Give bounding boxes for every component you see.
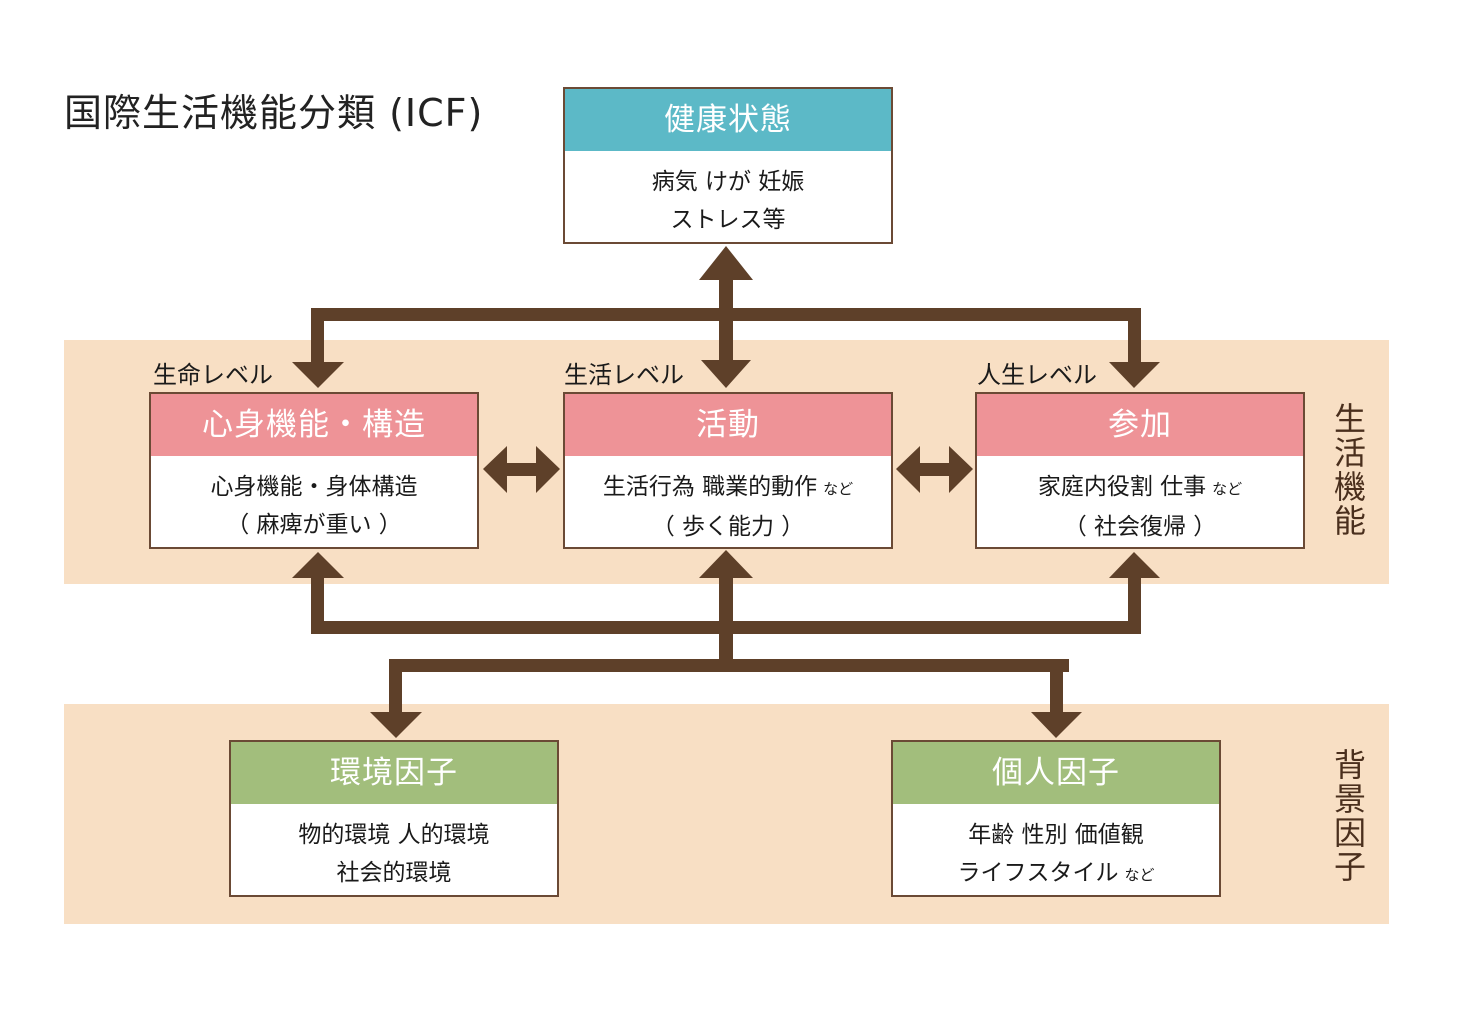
environmental-factors-header: 環境因子 <box>231 742 557 804</box>
activity-line-2: （ 歩く能力 ） <box>651 514 805 540</box>
activity-line-1: 生活行為 職業的動作など <box>565 468 891 508</box>
body-functions-box: 心身機能・構造 心身機能・身体構造 （ 麻痺が重い ） <box>149 392 479 549</box>
body-line-1: 心身機能・身体構造 <box>210 474 418 500</box>
arrow-up-to-activity-head <box>699 550 753 578</box>
health-condition-body: 病気 けが 妊娠 ストレス等 <box>565 151 891 239</box>
participation-line-1-text: 家庭内役割 仕事 <box>1037 474 1207 500</box>
arrow-to-personal-head <box>1031 712 1082 738</box>
page-title: 国際生活機能分類 (ICF) <box>64 91 484 135</box>
body-functions-body: 心身機能・身体構造 （ 麻痺が重い ） <box>151 456 477 544</box>
up-participation-shaft <box>1128 576 1141 634</box>
activity-body: 生活行為 職業的動作など （ 歩く能力 ） <box>565 456 891 546</box>
context-side-label: 背景因子 <box>1329 748 1367 884</box>
health-arrow-head-up <box>699 246 753 280</box>
to-personal-shaft <box>1050 659 1063 715</box>
context-branch-line <box>389 659 1069 672</box>
to-env-shaft <box>389 659 402 715</box>
environmental-factors-box: 環境因子 物的環境 人的環境 社会的環境 <box>229 740 559 897</box>
branch-left-down-shaft <box>311 308 324 364</box>
functioning-side-label: 生活機能 <box>1329 402 1367 538</box>
lower-branch-line <box>311 621 1141 634</box>
activity-line-1-suffix: など <box>823 480 854 498</box>
activity-line-1-text: 生活行為 職業的動作 <box>602 474 818 500</box>
arrow-to-env-head <box>370 712 422 738</box>
participation-line-1: 家庭内役割 仕事など <box>977 468 1303 508</box>
personal-factors-header: 個人因子 <box>893 742 1219 804</box>
participation-box: 参加 家庭内役割 仕事など （ 社会復帰 ） <box>975 392 1305 549</box>
health-arrow-head-down <box>701 360 751 388</box>
pers-line-1: 年齢 性別 価値観 <box>968 822 1144 848</box>
arrow-to-body-head <box>292 362 344 388</box>
health-condition-header: 健康状態 <box>565 89 891 151</box>
body-functions-header: 心身機能・構造 <box>151 394 477 456</box>
participation-line-2: （ 社会復帰 ） <box>1063 514 1217 540</box>
participation-header: 参加 <box>977 394 1303 456</box>
env-line-2: 社会的環境 <box>336 860 452 886</box>
pers-line-2-suffix: など <box>1124 866 1155 884</box>
body-line-2: （ 麻痺が重い ） <box>226 512 402 538</box>
pers-line-2-text: ライフスタイル <box>957 860 1119 886</box>
level-label-living: 生活レベル <box>564 361 684 389</box>
health-line-1: 病気 けが 妊娠 <box>651 169 805 195</box>
personal-factors-body: 年齢 性別 価値観 ライフスタイルなど <box>893 804 1219 894</box>
activity-box: 活動 生活行為 職業的動作など （ 歩く能力 ） <box>563 392 893 549</box>
environmental-factors-body: 物的環境 人的環境 社会的環境 <box>231 804 557 892</box>
pers-line-2: ライフスタイルなど <box>893 854 1219 894</box>
personal-factors-box: 個人因子 年齢 性別 価値観 ライフスタイルなど <box>891 740 1221 897</box>
participation-body: 家庭内役割 仕事など （ 社会復帰 ） <box>977 456 1303 546</box>
branch-right-down-shaft <box>1128 308 1141 364</box>
arrow-up-to-body-head <box>292 552 344 578</box>
env-line-1: 物的環境 人的環境 <box>298 822 490 848</box>
activity-participation-head-left <box>896 446 920 493</box>
level-label-personal: 人生レベル <box>977 361 1097 389</box>
body-activity-arrow-shaft <box>505 463 539 476</box>
arrow-up-to-participation-head <box>1109 552 1160 578</box>
level-label-life: 生命レベル <box>153 361 273 389</box>
health-line-2: ストレス等 <box>670 207 786 233</box>
body-activity-head-left <box>483 446 507 493</box>
health-condition-box: 健康状態 病気 けが 妊娠 ストレス等 <box>563 87 893 244</box>
participation-line-1-suffix: など <box>1212 480 1243 498</box>
arrow-to-participation-head <box>1109 362 1160 388</box>
up-body-shaft <box>311 576 324 634</box>
body-activity-head-right <box>536 446 560 493</box>
activity-participation-head-right <box>949 446 973 493</box>
top-branch-line <box>311 308 1141 321</box>
up-activity-shaft <box>719 576 733 662</box>
activity-header: 活動 <box>565 394 891 456</box>
activity-participation-arrow-shaft <box>918 463 952 476</box>
